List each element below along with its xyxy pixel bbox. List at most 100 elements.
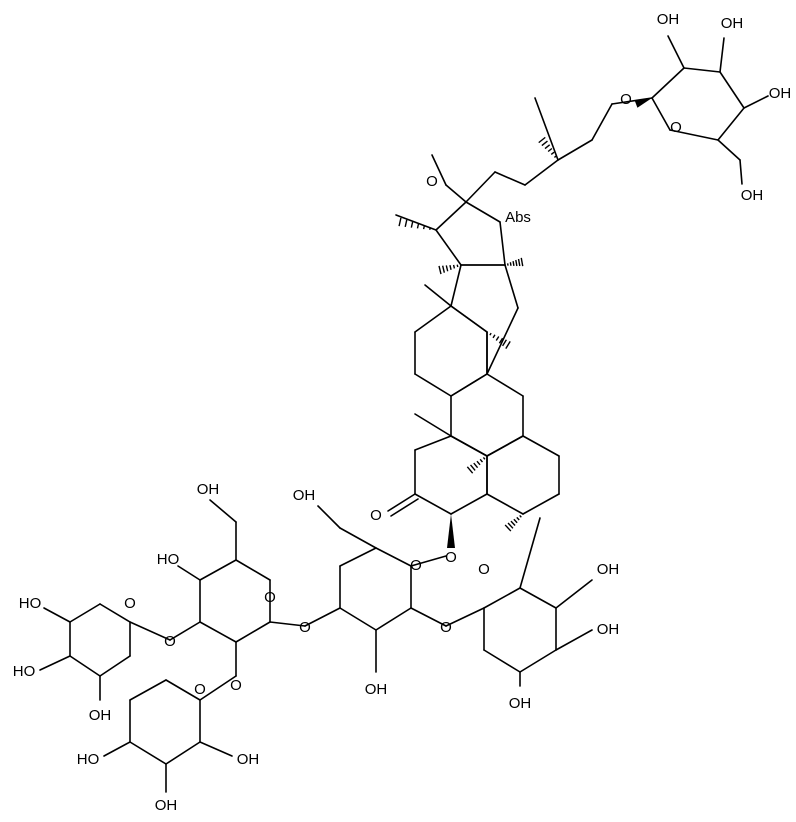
stereo-hash xyxy=(473,462,479,469)
glycosidic-oxygen-label: O xyxy=(299,619,311,636)
xylose-bottom-ring xyxy=(129,741,167,765)
ketone-bond xyxy=(390,498,419,517)
stereo-hash xyxy=(538,136,546,144)
hydroxyl-label: HO xyxy=(77,751,100,768)
ch2oh-bond xyxy=(317,505,341,529)
abs-stereo-flag-label: Abs xyxy=(505,209,531,226)
stereo-hash xyxy=(416,223,420,229)
stereo-hash xyxy=(507,522,514,529)
glycosidic-oxygen-label: O xyxy=(440,619,452,636)
ring-c xyxy=(486,435,524,457)
ring-a xyxy=(414,493,452,515)
oh-bond xyxy=(199,741,233,757)
link-bond xyxy=(169,621,201,641)
ring-oxygen-label: O xyxy=(670,119,682,136)
side-chain xyxy=(524,159,559,186)
glycosidic-bond xyxy=(410,555,447,567)
ring-oxygen-label: O xyxy=(124,595,136,612)
xylose-bottom-ring xyxy=(165,679,201,701)
side-chain xyxy=(557,139,593,161)
stereo-hash xyxy=(452,264,456,269)
ring-oxygen-label: O xyxy=(410,557,422,574)
side-chain-methyl xyxy=(534,97,559,161)
stereo-hash xyxy=(550,151,555,156)
stereo-hash xyxy=(553,155,557,158)
xylose-left-ring xyxy=(69,655,101,677)
stereo-hash xyxy=(398,217,402,227)
hydroxyl-label: OH xyxy=(293,487,316,504)
hydroxyl-label: OH xyxy=(155,797,178,814)
glucose-central-ring xyxy=(339,547,377,567)
methoxy-bond xyxy=(431,154,447,186)
methoxy-oxygen-label: O xyxy=(426,173,438,190)
hydroxyl-label: OH xyxy=(597,561,620,578)
ketone-bond xyxy=(387,493,416,512)
xylose-left-ring xyxy=(99,603,131,623)
ring-e xyxy=(465,201,501,223)
stereo-hash xyxy=(544,144,551,150)
glucose-central-ring xyxy=(375,607,412,631)
hydroxyl-label: HO xyxy=(19,595,42,612)
glucose-central-ring xyxy=(339,607,377,631)
side-chain xyxy=(494,171,526,186)
hydroxyl-label: OH xyxy=(365,681,388,698)
link-bond xyxy=(304,607,341,627)
stereo-hash xyxy=(547,147,553,153)
glucose-left-ring xyxy=(235,621,271,643)
glycosidic-oxygen-label: O xyxy=(164,633,176,650)
stereo-hash xyxy=(513,518,518,524)
ketone-oxygen-label: O xyxy=(370,507,382,524)
ring-upper xyxy=(414,373,452,397)
hydroxyl-label: HO xyxy=(13,663,36,680)
methoxy-bond xyxy=(445,184,467,203)
ring-b xyxy=(486,493,524,515)
rhamnose-ring xyxy=(483,649,521,673)
stereo-hash xyxy=(482,456,486,460)
stereo-hash xyxy=(489,332,492,336)
ring-oxygen-label: O xyxy=(264,589,276,606)
glucose-left-ring xyxy=(199,621,237,643)
stereo-hash xyxy=(476,460,481,466)
methyl-c18 xyxy=(424,284,452,307)
stereo-hash xyxy=(449,265,452,270)
rhamnose-ring xyxy=(519,649,557,673)
ring-c xyxy=(486,373,524,397)
oh-bond xyxy=(555,579,593,609)
stereo-hash xyxy=(410,221,414,228)
oh-bond xyxy=(743,95,769,109)
stereo-hash xyxy=(470,464,476,471)
ring-upper xyxy=(450,373,488,397)
methyl-bond xyxy=(519,517,541,589)
stereo-hash xyxy=(456,264,459,268)
ring-oxygen-label: O xyxy=(194,681,206,698)
stereo-hash xyxy=(498,337,504,344)
ch2oh-bond xyxy=(717,139,741,161)
glucose-central-ring xyxy=(375,547,412,567)
oh-bond xyxy=(103,741,131,757)
xylose-bottom-ring xyxy=(165,741,201,765)
stereo-hash xyxy=(502,339,507,347)
glucose-top-ring xyxy=(717,107,745,141)
hydroxyl-label: OH xyxy=(597,621,620,638)
ring-oxygen-label: O xyxy=(478,561,490,578)
glycosidic-oxygen-label: O xyxy=(445,549,457,566)
glucose-left-ring xyxy=(235,559,271,581)
glucose-top-ring xyxy=(719,71,745,109)
stereo-hash xyxy=(504,524,512,532)
stereo-hash xyxy=(466,466,474,474)
stereo-hash xyxy=(492,334,496,339)
glycosidic-bond xyxy=(445,607,485,627)
stereo-hash xyxy=(519,514,522,518)
stereo-hash xyxy=(516,516,520,521)
stereo-hash xyxy=(520,257,524,267)
ring-b xyxy=(522,493,560,515)
stereo-hash xyxy=(505,341,511,349)
glycosidic-oxygen-label: O xyxy=(620,91,632,108)
hydroxyl-label: OH xyxy=(89,707,112,724)
ring-upper xyxy=(414,305,452,333)
ch2oh-bond xyxy=(739,159,743,185)
stereo-hash xyxy=(510,520,516,527)
glucose-top-ring xyxy=(683,67,721,73)
